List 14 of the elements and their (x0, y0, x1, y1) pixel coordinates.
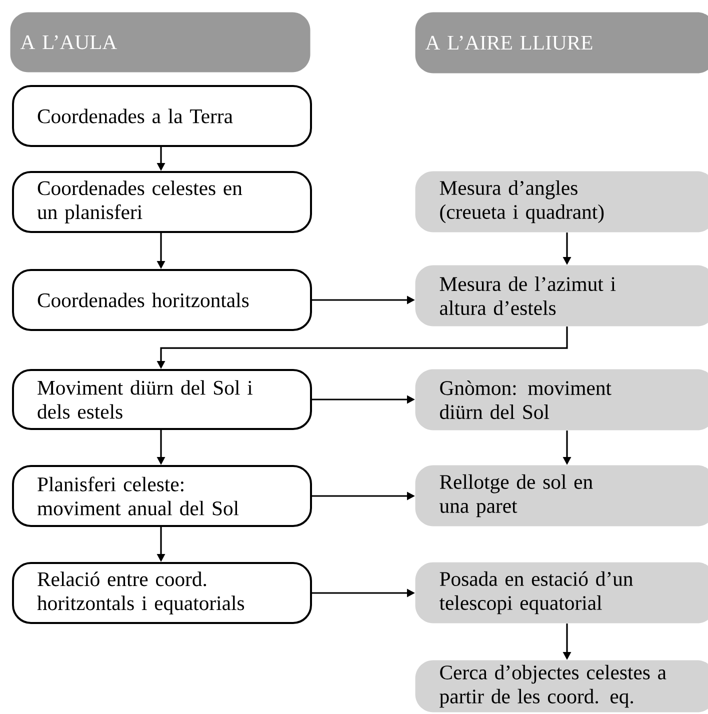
activity-box: Rellotge de sol en una paret (415, 465, 708, 526)
process-box: Moviment diürn del Sol i dels estels (12, 369, 312, 430)
process-box: Planisferi celeste: moviment anual del Sol (12, 465, 312, 527)
process-box: Relació entre coord. horitzontals i equatorials (12, 562, 312, 624)
activity-box: Mesura de l’azimut i altura d’estels (415, 265, 708, 326)
activity-box: Posada en estació d’un telescopi equatorial (415, 562, 708, 624)
process-box: Coordenades celestes en un planisferi (12, 171, 312, 233)
activity-box: Cerca d’objectes celestes a partir de les coord. eq. (415, 660, 708, 712)
activity-box: Mesura d’angles (creueta i quadrant) (415, 171, 708, 232)
column-header: A L’AULA (10, 12, 310, 72)
process-box: Coordenades horitzontals (12, 269, 312, 331)
activity-box: Gnòmon: moviment diürn del Sol (415, 369, 708, 430)
process-box: Coordenades a la Terra (12, 85, 312, 147)
column-header: A L’AIRE LLIURE (415, 12, 708, 74)
